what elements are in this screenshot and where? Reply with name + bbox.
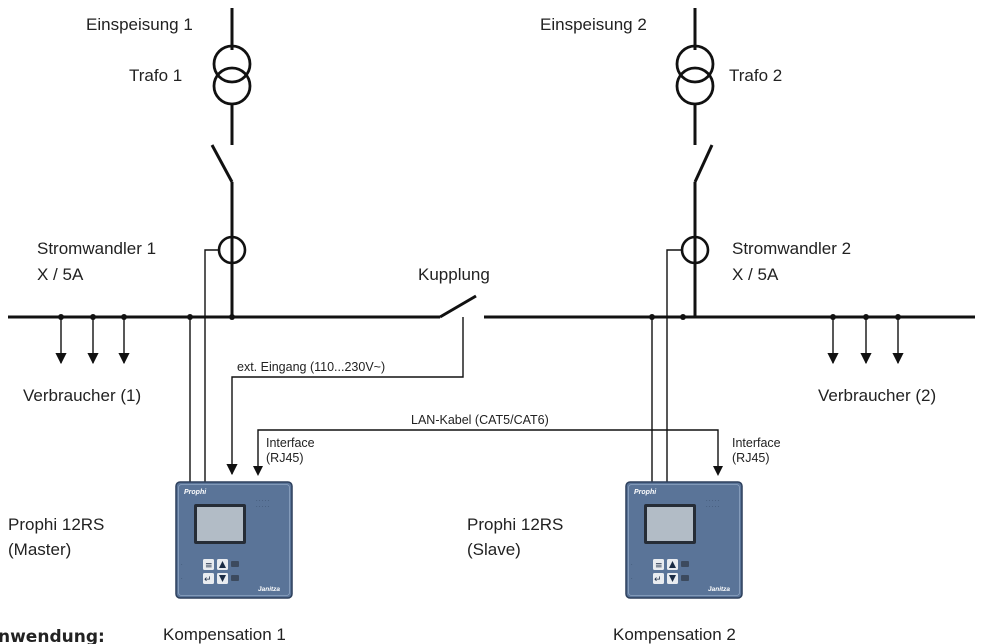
transformer-1-symbol	[212, 44, 252, 106]
ct-2-ratio: X / 5A	[732, 265, 779, 284]
device-brand: Janitza	[708, 586, 730, 593]
ct-1-label: Stromwandler 1	[37, 239, 156, 258]
svg-text:·: ·	[181, 577, 183, 582]
loads-1-label: Verbraucher (1)	[23, 386, 141, 405]
transformer-2-symbol	[675, 44, 715, 106]
interface-1-port: (RJ45)	[266, 451, 304, 465]
caption-1: Kompensation 1	[163, 625, 286, 644]
menu-icon	[653, 559, 664, 570]
feeder-1-breaker	[210, 144, 234, 183]
svg-text:· · · · ·: · · · · ·	[256, 505, 270, 510]
svg-text:·: ·	[181, 563, 183, 568]
svg-text:↵: ↵	[204, 575, 212, 585]
ext-input-label: ext. Eingang (110...230V~)	[237, 360, 385, 374]
feeder-1	[210, 8, 252, 317]
device-title: Prophi	[184, 489, 207, 496]
controller-1-name: Prophi 12RS	[8, 515, 104, 534]
feeder-2-breaker	[693, 144, 714, 183]
controller-2-name: Prophi 12RS	[467, 515, 563, 534]
coupling-switch	[439, 294, 477, 319]
svg-text:·: ·	[631, 563, 633, 568]
feeder-2-label: Einspeisung 2	[540, 15, 647, 34]
svg-text:· · · · ·: · · · · ·	[706, 505, 720, 510]
device-brand: Janitza	[258, 586, 280, 593]
ct-2-label: Stromwandler 2	[732, 239, 851, 258]
interface-2-title: Interface	[732, 436, 781, 450]
wiring-2	[649, 249, 686, 482]
svg-text:↵: ↵	[654, 575, 662, 585]
svg-text:· · · · ·: · · · · ·	[256, 499, 270, 504]
enter-icon	[653, 573, 664, 584]
trafo-2-label: Trafo 2	[729, 66, 782, 85]
coupling-label: Kupplung	[418, 265, 490, 284]
ct-1-ratio: X / 5A	[37, 265, 84, 284]
prophi-device-2: Prophi · · · · · · · · · · ≡ ↵ · · Janit…	[625, 481, 743, 599]
lan-cable	[257, 429, 719, 474]
loads-2	[827, 314, 904, 365]
device-title: Prophi	[634, 489, 657, 496]
interface-2-port: (RJ45)	[732, 451, 770, 465]
enter-icon	[203, 573, 214, 584]
trafo-1-label: Trafo 1	[129, 66, 182, 85]
loads-2-label: Verbraucher (2)	[818, 386, 936, 405]
feeder-2	[675, 8, 715, 317]
interface-1-title: Interface	[266, 436, 315, 450]
caption-2: Kompensation 2	[613, 625, 736, 644]
wiring-1	[187, 249, 464, 482]
svg-text:≡: ≡	[205, 561, 213, 571]
controller-1-role: (Master)	[8, 540, 71, 559]
prophi-device-1: Prophi · · · · · · · · · · ≡ ↵ · · Janit…	[175, 481, 293, 599]
lan-cable-label: LAN-Kabel (CAT5/CAT6)	[411, 413, 549, 427]
menu-icon	[203, 559, 214, 570]
feeder-1-label: Einspeisung 1	[86, 15, 193, 34]
loads-1	[55, 314, 130, 365]
svg-text:·: ·	[631, 577, 633, 582]
controller-2-role: (Slave)	[467, 540, 521, 559]
ext-input-wire	[226, 317, 464, 476]
svg-text:≡: ≡	[655, 561, 663, 571]
cut-heading: nwendung:	[0, 627, 105, 644]
svg-text:· · · · ·: · · · · ·	[706, 499, 720, 504]
